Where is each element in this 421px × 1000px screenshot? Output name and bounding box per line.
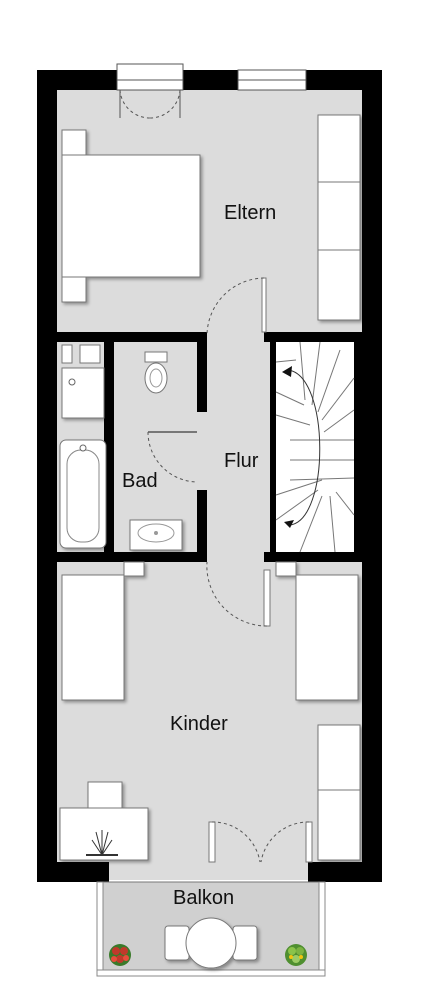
door-kinder [206,561,271,627]
bathroom-fixtures [59,344,183,551]
room-label-balkon: Balkon [173,887,234,909]
plant-green-icon [285,944,307,966]
desk [59,781,149,861]
room-label-eltern: Eltern [224,202,276,224]
staircase [275,341,355,553]
balcony-doors [208,821,313,863]
door-eltern [206,277,267,337]
door-bad [147,431,198,483]
top-door [116,63,184,119]
desk-lamp [86,830,118,856]
plant-red-icon [109,944,131,966]
top-window [237,69,307,91]
interior-walls [57,332,362,562]
room-label-kinder: Kinder [170,713,228,735]
kids-bed-right [275,561,359,701]
wardrobe-eltern [317,114,361,321]
wardrobe-kinder [317,724,361,861]
kids-bed-left [61,561,145,701]
room-label-flur: Flur [224,450,259,472]
room-label-bad: Bad [122,470,158,492]
balcony-table-set [164,917,258,969]
double-bed [61,129,201,303]
outer-walls [37,70,382,882]
